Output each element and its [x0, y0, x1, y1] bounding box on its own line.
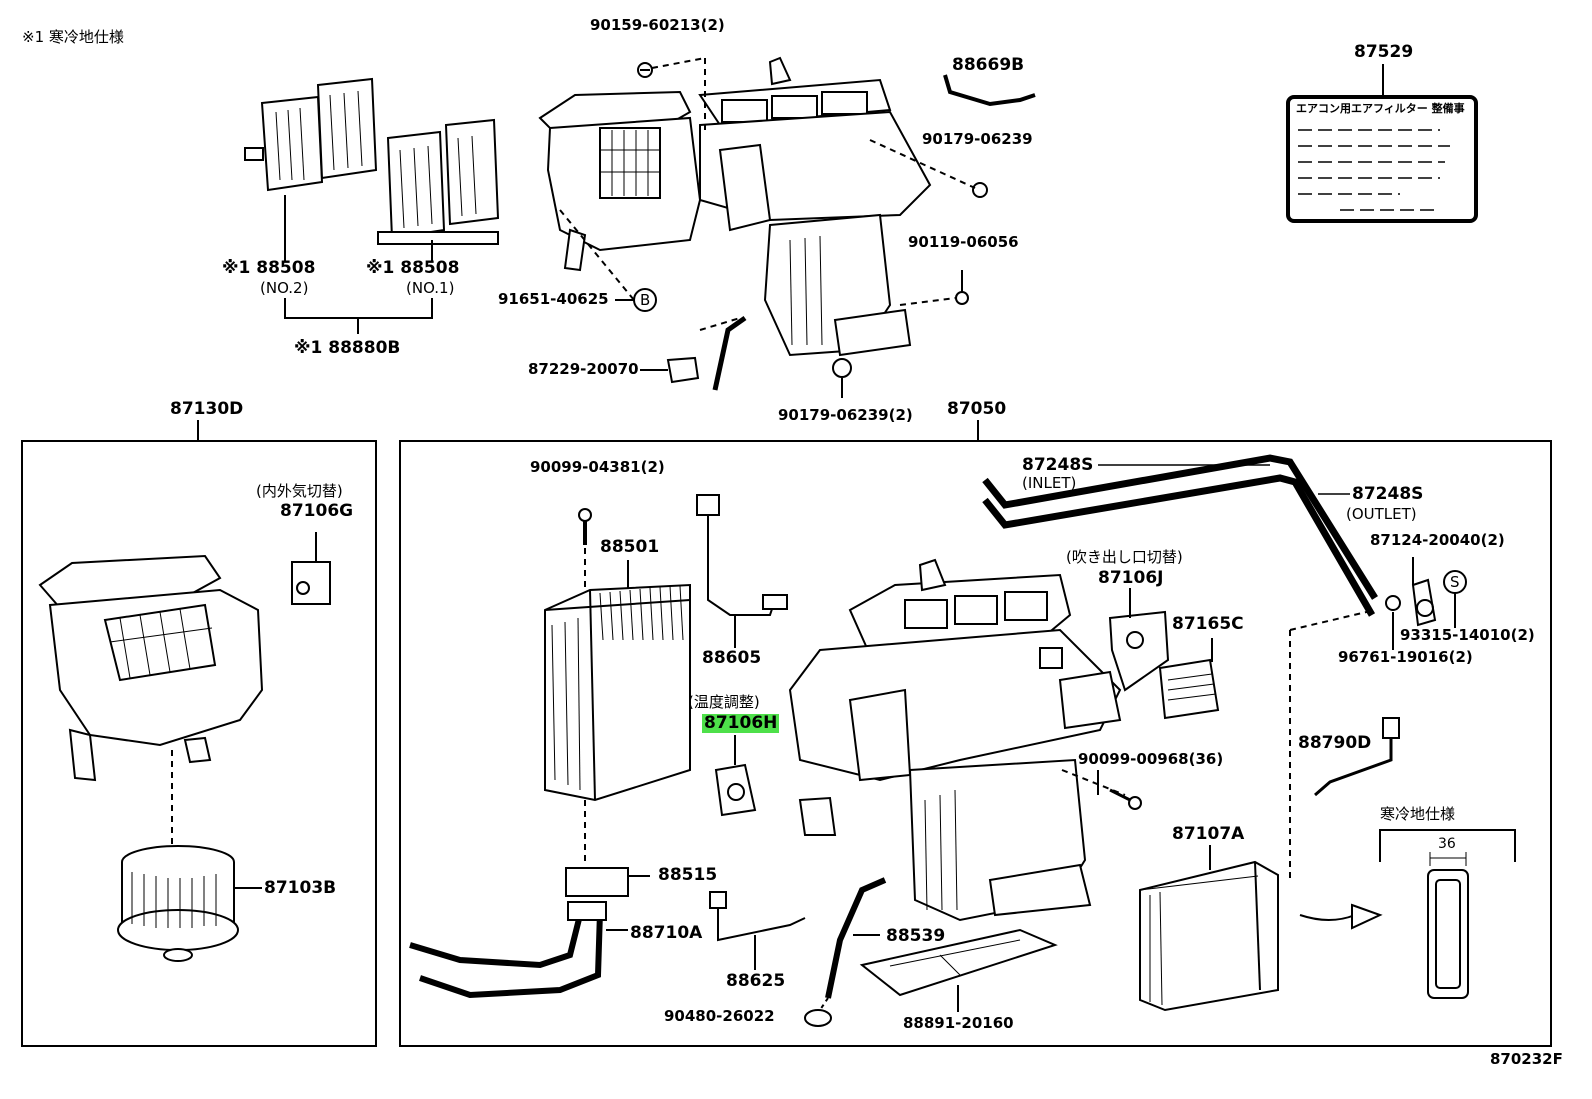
label-87106g-note: (内外気切替) [256, 482, 343, 500]
label-93315-14010: 93315-14010(2) [1400, 626, 1535, 644]
sticker-87529 [1286, 95, 1478, 223]
nut-90179 [972, 182, 988, 198]
arrow-cold-spec [1299, 903, 1383, 930]
label-88880b: ※1 88880B [294, 338, 401, 358]
label-87248s-inlet-sub: (INLET) [1022, 474, 1077, 492]
label-87103b: 87103B [264, 878, 337, 898]
label-96761-19016: 96761-19016(2) [1338, 648, 1473, 666]
label-90179-06239-2: 90179-06239(2) [778, 406, 913, 424]
dash-90159 [651, 57, 706, 69]
label-90099-00968: 90099-00968(36) [1078, 750, 1224, 768]
box-87130d [21, 440, 377, 1047]
label-87107a: 87107A [1172, 824, 1245, 844]
label-88669b: 88669B [952, 55, 1025, 75]
pipe-88710a [409, 901, 607, 999]
label-87165c: 87165C [1172, 614, 1244, 634]
label-87248s-inlet: 87248S [1022, 455, 1094, 475]
label-88501: 88501 [600, 537, 660, 557]
label-88508-no1: ※1 88508 [366, 258, 460, 278]
label-87124-20040: 87124-20040(2) [1370, 531, 1505, 549]
clip-87124 [1411, 557, 1437, 627]
thermistor-88605 [696, 494, 788, 616]
evaporator-88501 [544, 583, 691, 802]
label-87529: 87529 [1354, 42, 1414, 62]
label-87050: 87050 [947, 399, 1007, 419]
cap-90480 [804, 1009, 832, 1027]
note-top: ※1 寒冷地仕様 [22, 28, 124, 46]
bracket-cold-spec [1379, 829, 1516, 862]
nut-90179-2 [832, 358, 852, 378]
heater-core-cold [1427, 869, 1469, 999]
label-88605: 88605 [702, 648, 762, 668]
label-88790d: 88790D [1298, 733, 1372, 753]
label-87106h: 87106H [702, 713, 780, 733]
screw-90159 [637, 62, 653, 78]
blower-fan-87103b [117, 845, 239, 962]
servo-87106h [714, 763, 757, 817]
tray-88891 [859, 928, 1058, 997]
bracket-88880b [284, 298, 433, 319]
label-87229-20070: 87229-20070 [528, 360, 639, 378]
hose-upper [712, 315, 747, 391]
drain-hose-88669b [943, 74, 1036, 107]
diagram-id: 870232F [1490, 1050, 1563, 1068]
label-87130d: 87130D [170, 399, 244, 419]
label-88539: 88539 [886, 926, 946, 946]
hvac-unit-upper [538, 56, 932, 357]
label-88508-no2: ※1 88508 [222, 258, 316, 278]
duct-87248s [982, 454, 1378, 617]
label-87106j: 87106J [1098, 568, 1164, 588]
heater-core-87107a [1139, 860, 1279, 1012]
screw-90119 [955, 291, 969, 305]
label-90119-06056: 90119-06056 [908, 233, 1019, 251]
sensor-88625 [709, 891, 806, 942]
hose-88539 [825, 877, 887, 999]
box-87050 [399, 440, 1552, 1047]
label-88515: 88515 [658, 865, 718, 885]
hvac-unit-main [788, 558, 1122, 922]
label-dim-36: 36 [1438, 836, 1456, 852]
label-87106g: 87106G [280, 501, 354, 521]
air-filter-no1 [377, 118, 500, 245]
label-88891-20160: 88891-20160 [903, 1014, 1014, 1032]
screw-90099-b [1109, 788, 1142, 810]
label-90179-06239: 90179-06239 [922, 130, 1033, 148]
servo-87106g [291, 532, 331, 605]
label-88625: 88625 [726, 971, 786, 991]
blower-case-87130d [38, 554, 264, 782]
resistor-87165c [1158, 658, 1220, 720]
sticker-title: エアコン用エアフィルター 整備事 [1296, 102, 1465, 115]
label-87248s-outlet: 87248S [1352, 484, 1424, 504]
oring-96761 [1385, 595, 1401, 611]
label-90159-60213: 90159-60213(2) [590, 16, 725, 34]
air-filter-no2 [244, 77, 378, 192]
servo-87106j [1108, 610, 1170, 692]
label-cold-spec: 寒冷地仕様 [1380, 805, 1456, 823]
label-90099-04381: 90099-04381(2) [530, 458, 665, 476]
clamp-87229 [666, 356, 700, 384]
sensor-88790d [1314, 717, 1400, 797]
label-88508-no2-sub: (NO.2) [260, 279, 309, 297]
expansion-valve-88515 [565, 867, 650, 897]
label-91651-40625: 91651-40625 [498, 290, 609, 308]
marker-b-text: B [640, 291, 651, 309]
label-88508-no1-sub: (NO.1) [406, 279, 455, 297]
label-88710a: 88710A [630, 923, 703, 943]
marker-s-text: S [1450, 573, 1460, 591]
label-87106h-note: (温度調整) [688, 693, 760, 711]
label-90480-26022: 90480-26022 [664, 1007, 775, 1025]
label-87106j-note: (吹き出し口切替) [1066, 548, 1183, 566]
label-87248s-outlet-sub: (OUTLET) [1346, 505, 1417, 523]
